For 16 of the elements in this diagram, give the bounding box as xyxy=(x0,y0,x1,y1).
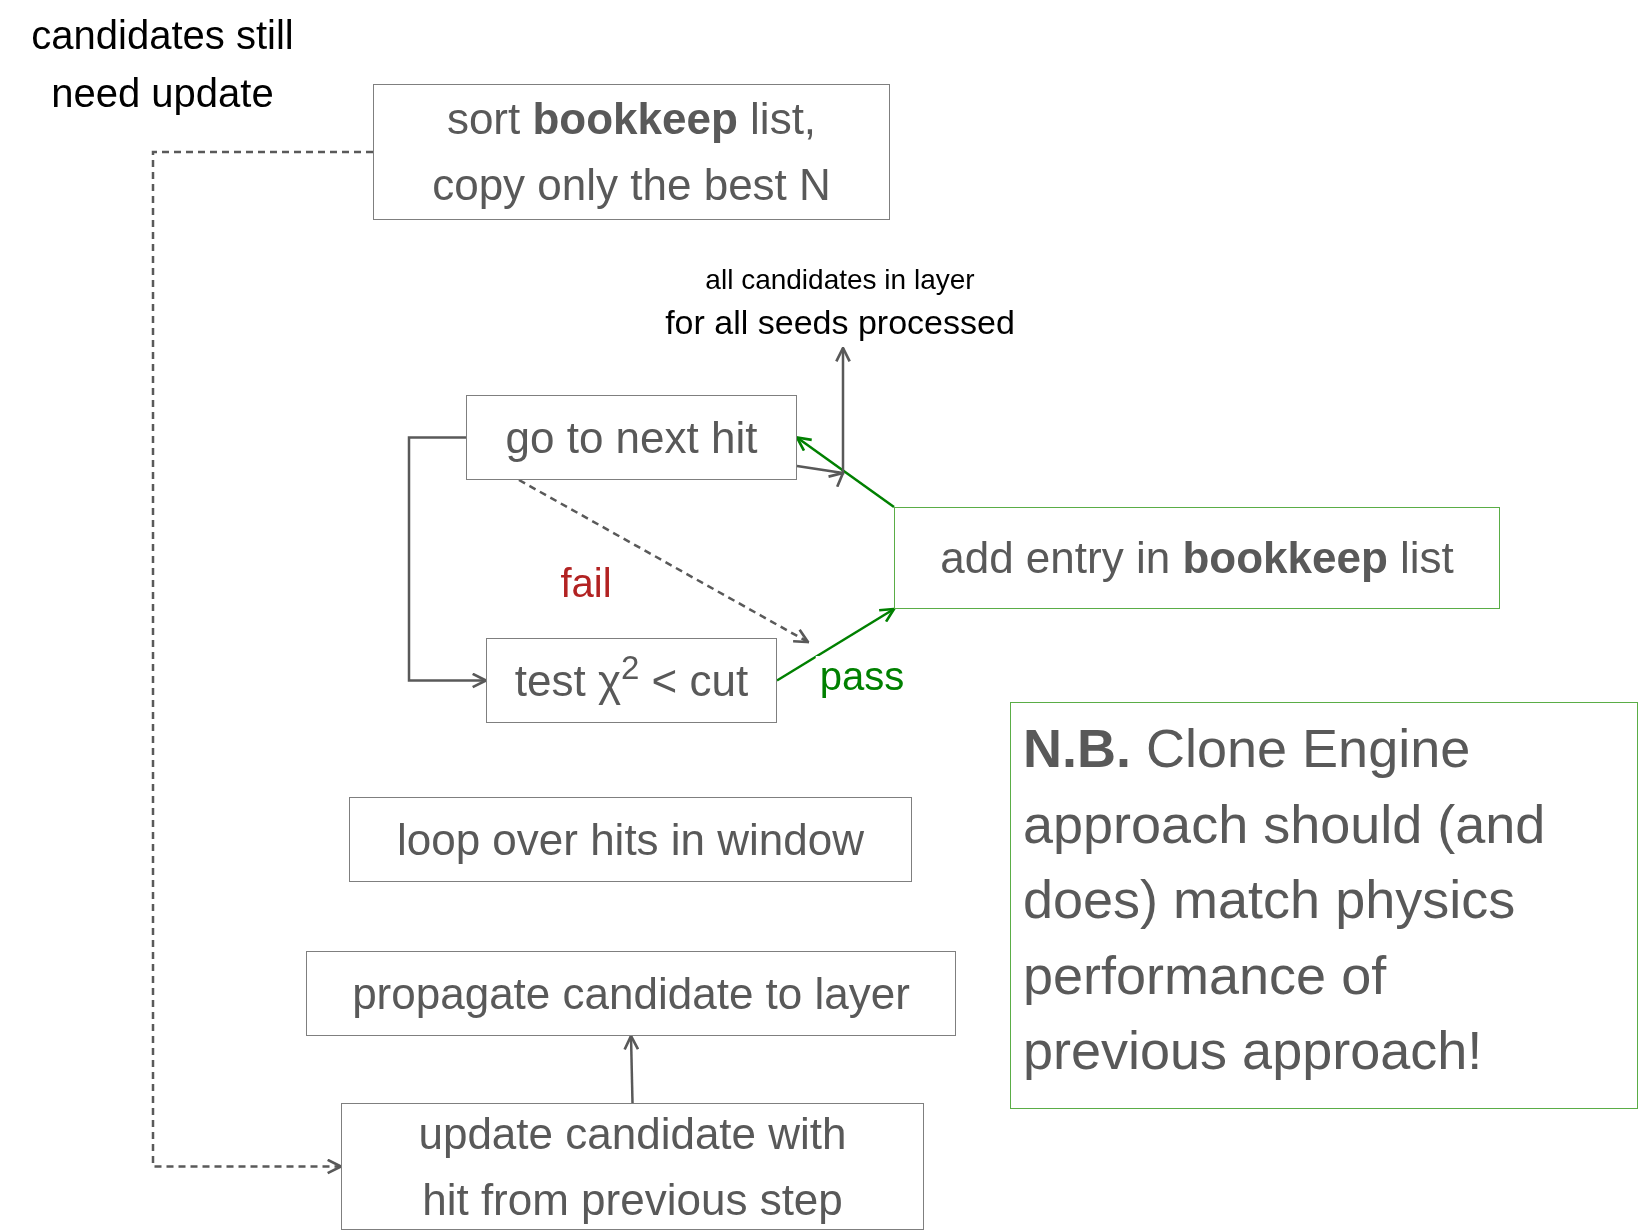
process-box: sort bookkeep list, copy only the best N xyxy=(373,84,890,220)
process-box: update candidate with hit from previous step xyxy=(341,1103,924,1230)
process-box: go to next hit xyxy=(466,395,797,480)
arrow xyxy=(795,436,895,508)
process-box: loop over hits in window xyxy=(349,797,912,882)
process-box: add entry in bookkeep list xyxy=(894,507,1500,609)
process-box: propagate candidate to layer xyxy=(306,951,956,1036)
note-text: candidates still need update xyxy=(30,12,295,117)
arrow xyxy=(518,478,810,644)
arrow xyxy=(796,347,851,487)
arrow xyxy=(151,150,373,1175)
arrow xyxy=(776,607,896,682)
note-box: N.B. Clone Engine approach should (and does) match physics performance of previous approach! xyxy=(1010,702,1638,1109)
arrow xyxy=(407,436,488,689)
process-box: test χ$^{2}$ < cut xyxy=(486,638,777,723)
arrow xyxy=(623,1034,640,1104)
